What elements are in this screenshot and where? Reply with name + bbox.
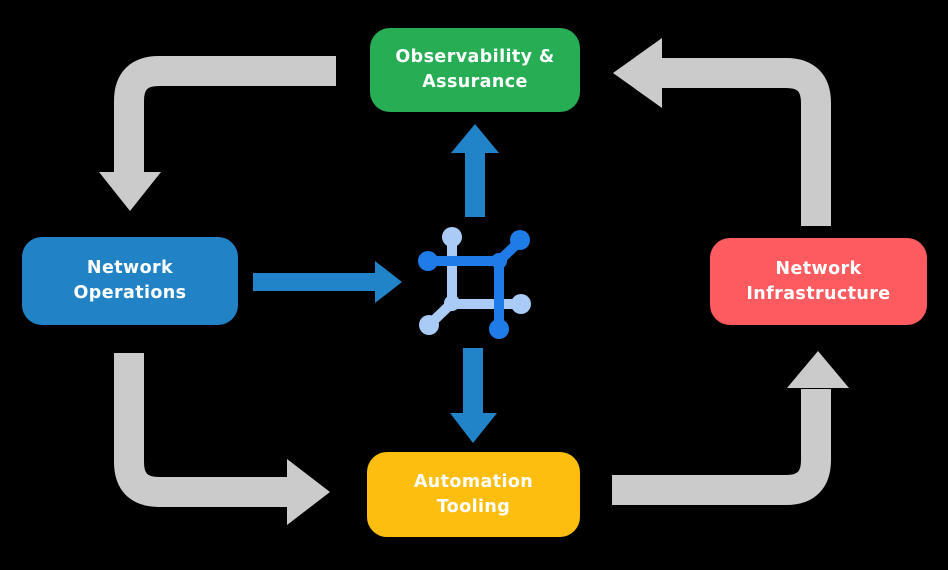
node-label-line: Infrastructure — [746, 283, 891, 304]
node-observability-assurance: Observability & Assurance — [370, 28, 580, 112]
node-label-line: Tooling — [436, 496, 511, 517]
node-label-line: Network — [86, 258, 174, 279]
arrow-infrastructure-to-observability — [613, 38, 831, 226]
node-label-line: Operations — [73, 283, 187, 303]
arrow-operations-to-automation — [114, 353, 330, 525]
network-mesh-icon — [418, 227, 531, 339]
arrow-operations-to-center — [253, 261, 402, 303]
node-network-operations: Network Operations — [22, 237, 238, 325]
node-label-line: Assurance — [422, 72, 528, 92]
arrow-center-to-observability — [451, 124, 499, 217]
arrow-center-to-automation — [450, 348, 497, 443]
node-label-line: Observability & — [395, 47, 555, 68]
node-label-line: Network — [775, 258, 862, 279]
arrow-observability-to-operations — [99, 56, 336, 211]
node-network-infrastructure: Network Infrastructure — [710, 238, 927, 325]
node-automation-tooling: Automation Tooling — [367, 452, 580, 537]
arrow-automation-to-infrastructure — [612, 351, 849, 505]
node-label-line: Automation — [413, 471, 534, 492]
